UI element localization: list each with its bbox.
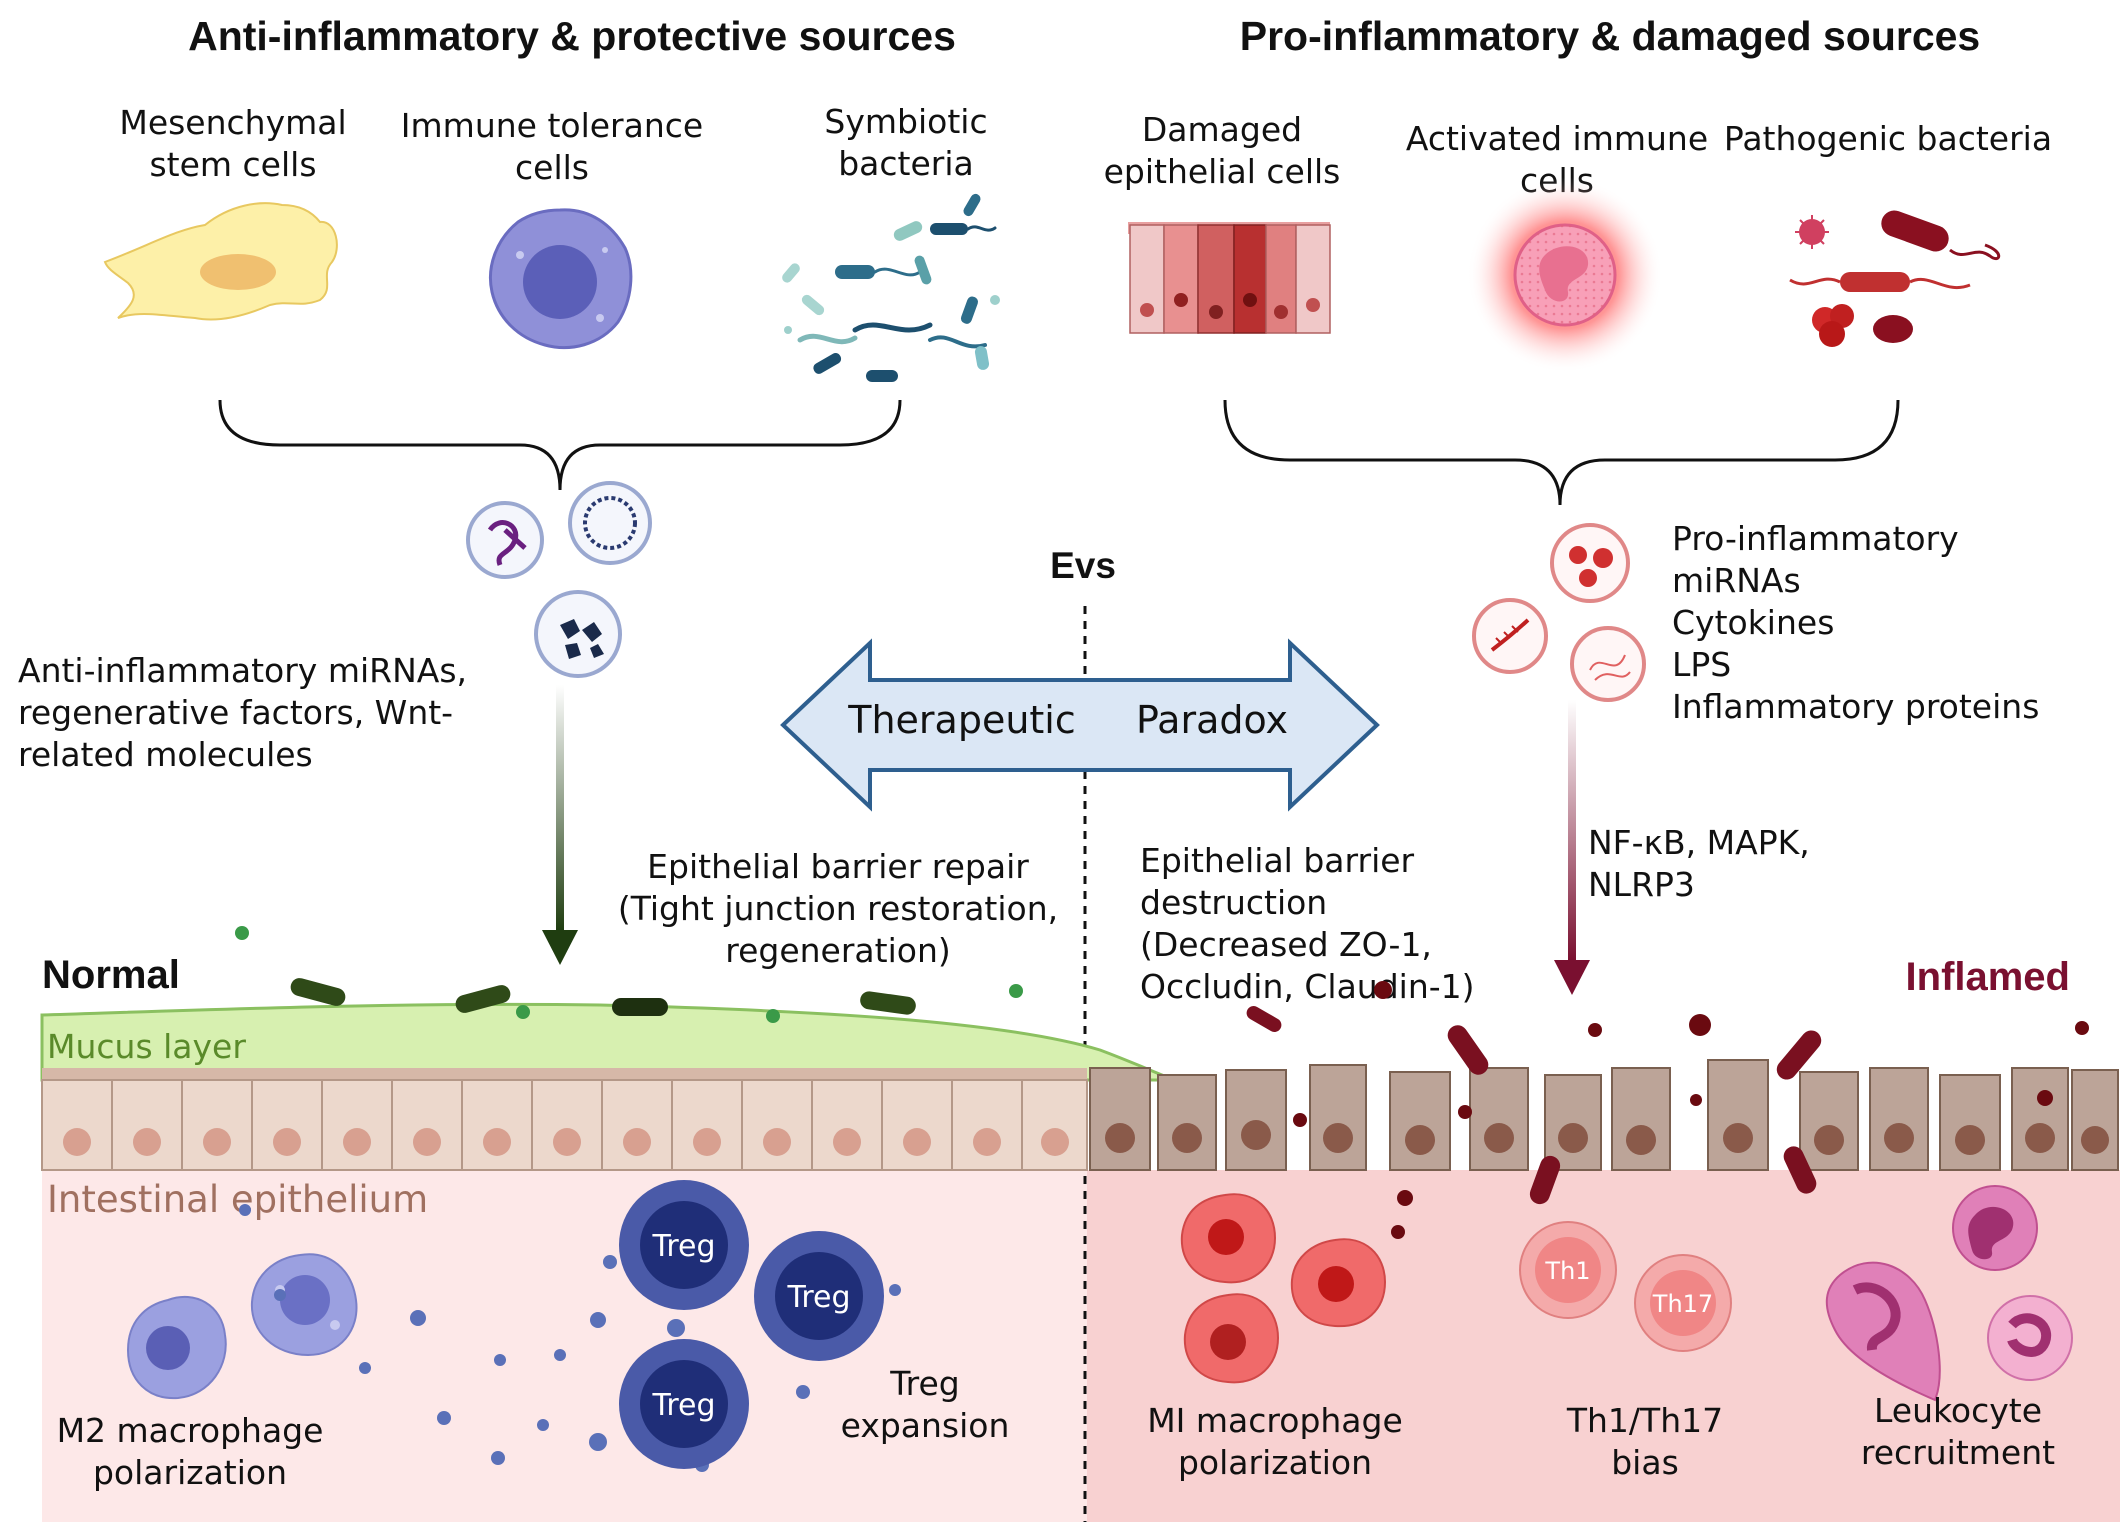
state-normal-label: Normal (42, 953, 180, 997)
m2-macrophage-icon (126, 1253, 358, 1400)
pathogenic-bacteria-icon (1789, 210, 2001, 347)
damaged-epithelial-icon (1128, 222, 1331, 334)
cargo-left-line3: related molecules (18, 735, 313, 774)
arrow-shaft-left (556, 685, 564, 930)
mucus-layer (40, 1002, 1176, 1082)
pathways-line2: NLRP3 (1588, 865, 1695, 904)
barrier-destruction-line1: Epithelial barrier (1140, 841, 1415, 880)
therapeutic-paradox-arrow (780, 638, 1380, 812)
treg-cell-icon: Treg (619, 1339, 749, 1469)
treg-label: Treg (651, 1229, 715, 1264)
pathways-line1: NF-κB, MAPK, (1588, 823, 1810, 862)
mucus-layer-label: Mucus layer (47, 1027, 246, 1066)
label-damaged-epithelial-line2: epithelial cells (1104, 152, 1341, 191)
header-pro-inflammatory: Pro-inflammatory & damaged sources (1240, 13, 1980, 59)
outcome-treg-line1: Treg (889, 1364, 959, 1403)
cargo-right-line3: Cytokines (1672, 603, 1834, 642)
treg-label: Treg (786, 1280, 850, 1315)
cargo-left-line2: regenerative factors, Wnt- (18, 693, 453, 732)
label-symbiotic-line1: Symbiotic (824, 102, 987, 141)
barrier-destruction-line2: destruction (1140, 883, 1327, 922)
label-damaged-epithelial-line1: Damaged (1142, 110, 1302, 149)
arrow-label-therapeutic: Therapeutic (847, 698, 1076, 742)
th1-cell-icon: Th1 (1519, 1221, 1617, 1319)
ev-vesicle-icon (1550, 523, 1630, 603)
brace-left (218, 399, 902, 491)
evs-label: Evs (1050, 545, 1116, 586)
brace-right (1223, 399, 1900, 506)
m1-macrophage-icon (1180, 1193, 1387, 1384)
label-immune-tolerance-line1: Immune tolerance (401, 106, 703, 145)
label-immune-tolerance-line2: cells (515, 148, 589, 187)
arrow-shaft-right (1568, 700, 1576, 960)
treg-cell-icon: Treg (754, 1231, 884, 1361)
th17-label: Th17 (1652, 1290, 1713, 1318)
ev-vesicle-icon (1570, 626, 1646, 702)
label-pathogenic-bacteria: Pathogenic bacteria (1724, 119, 2052, 158)
state-inflamed-label: Inflamed (1906, 955, 2070, 999)
cargo-right-line1: Pro-inflammatory (1672, 519, 1959, 558)
header-anti-inflammatory: Anti-inflammatory & protective sources (188, 13, 956, 59)
immune-tolerance-cell-icon (488, 208, 633, 350)
label-msc-line2: stem cells (149, 145, 316, 184)
outcome-m1-line2: polarization (1178, 1443, 1372, 1482)
ev-vesicle-icon (534, 590, 622, 678)
cargo-right-line4: LPS (1672, 645, 1731, 684)
cargo-right-line2: miRNAs (1672, 561, 1801, 600)
commensal-bacteria-icon (235, 926, 1023, 1023)
activated-immune-cell-icon (1467, 177, 1663, 373)
ev-vesicle-icon (1472, 598, 1548, 674)
outcome-treg-line2: expansion (841, 1406, 1010, 1445)
ev-vesicle-icon (568, 481, 652, 565)
label-symbiotic-line2: bacteria (838, 144, 974, 183)
ev-vesicle-icon (466, 501, 544, 579)
outcome-m2-line2: polarization (93, 1453, 287, 1492)
cargo-left-line1: Anti-inflammatory miRNAs, (18, 651, 467, 690)
inflamed-epithelium (1089, 1059, 2119, 1171)
barrier-destruction-line3: (Decreased ZO-1, (1140, 925, 1432, 964)
normal-epithelium (41, 1068, 1088, 1171)
msc-cell-icon (103, 202, 338, 321)
symbiotic-bacteria-icon (782, 193, 1000, 382)
label-msc-line1: Mesenchymal (119, 103, 346, 142)
outcome-th-line1: Th1/Th17 (1566, 1401, 1723, 1440)
leukocyte-cell-icon (1825, 1185, 2073, 1402)
arrow-head-left (542, 930, 578, 965)
outcome-m2-line1: M2 macrophage (57, 1411, 324, 1450)
pathogen-particles (1246, 981, 2089, 1239)
outcome-th-line2: bias (1611, 1443, 1679, 1482)
barrier-repair-line2: (Tight junction restoration, (618, 889, 1058, 928)
treg-cell-icon: Treg (619, 1180, 749, 1310)
outcome-leukocyte-line2: recruitment (1861, 1433, 2055, 1472)
th17-cell-icon: Th17 (1634, 1254, 1732, 1352)
barrier-destruction-line4: Occludin, Claudin-1) (1140, 967, 1475, 1006)
outcome-leukocyte-line1: Leukocyte (1874, 1391, 2042, 1430)
th1-label: Th1 (1544, 1257, 1590, 1285)
arrow-head-right (1554, 960, 1590, 995)
intestinal-epithelium-label: Intestinal epithelium (47, 1178, 428, 1221)
treg-label: Treg (651, 1388, 715, 1423)
barrier-repair-line3: regeneration) (725, 931, 951, 970)
cargo-right-line5: Inflammatory proteins (1672, 687, 2039, 726)
label-activated-immune-line1: Activated immune (1406, 119, 1708, 158)
outcome-m1-line1: MI macrophage (1147, 1401, 1403, 1440)
arrow-label-paradox: Paradox (1136, 698, 1288, 742)
barrier-repair-line1: Epithelial barrier repair (647, 847, 1029, 886)
